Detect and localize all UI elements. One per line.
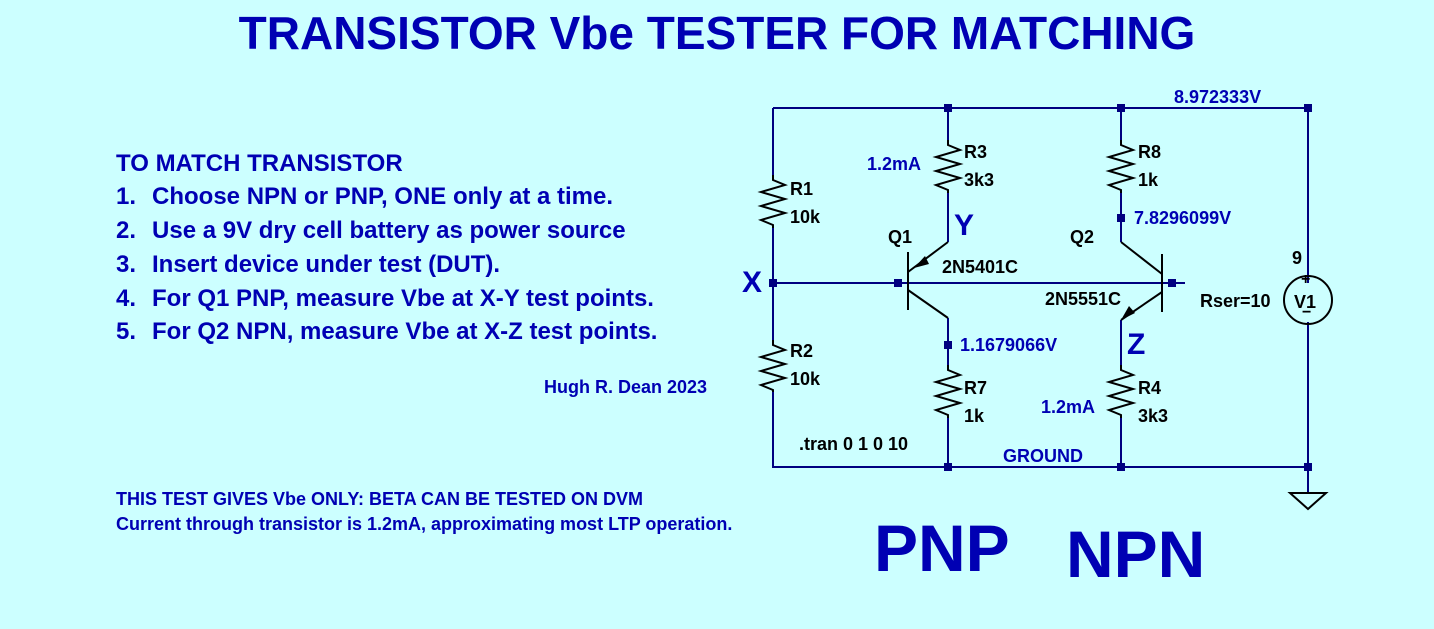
q2-emitter-arrow [1121, 306, 1135, 320]
q2-collector-voltage: 7.8296099V [1134, 208, 1232, 228]
step-number: 5. [116, 318, 137, 345]
r4-ref: R4 [1138, 378, 1162, 398]
step-number: 2. [116, 217, 137, 244]
instruction-step: 3. Insert device under test (DUT). [116, 251, 500, 279]
source-plus-sign: + [1301, 271, 1311, 288]
page-title: TRANSISTOR Vbe TESTER FOR MATCHING [238, 7, 1196, 59]
step-number: 1. [116, 183, 137, 210]
wire-top-rail [773, 107, 1309, 283]
test-point-x: X [742, 266, 763, 299]
junction-dots [769, 104, 1312, 471]
q2-ref: Q2 [1070, 227, 1095, 247]
npn-label: NPN [1066, 517, 1206, 591]
step-text: Choose NPN or PNP, ONE only at a time. [152, 183, 614, 210]
sim-directive: .tran 0 1 0 10 [799, 434, 909, 454]
resistor-r7 [932, 365, 964, 418]
source-v1-symbol [1283, 275, 1333, 325]
step-text: Use a 9V dry cell battery as power sourc… [152, 217, 626, 244]
r7-ref: R7 [964, 378, 988, 398]
source-rser: Rser=10 [1200, 291, 1271, 311]
note-current: Current through transistor is 1.2mA, app… [116, 514, 733, 534]
r2-ref: R2 [790, 341, 814, 361]
ground-label: GROUND [1003, 446, 1083, 466]
r4-value: 3k3 [1138, 406, 1169, 426]
step-number: 3. [116, 251, 137, 278]
r2-value: 10k [790, 369, 821, 389]
author-credit: Hugh R. Dean 2023 [544, 377, 708, 397]
q1-emitter-voltage: 1.1679066V [960, 335, 1058, 355]
step-number: 4. [116, 285, 137, 312]
resistor-r1 [757, 175, 789, 228]
instruction-step: 2. Use a 9V dry cell battery as power sou… [116, 217, 626, 245]
instruction-step: 1. Choose NPN or PNP, ONE only at a time. [116, 183, 613, 211]
q1-ref: Q1 [888, 227, 913, 247]
instruction-step: 5. For Q2 NPN, measure Vbe at X-Z test po… [116, 318, 657, 346]
source-value: 9 [1292, 248, 1303, 268]
step-text: Insert device under test (DUT). [152, 251, 501, 278]
source-ref: V1 [1294, 292, 1317, 312]
resistor-r8 [1105, 140, 1137, 193]
q2-model: 2N5551C [1045, 289, 1122, 309]
resistor-r4 [1105, 365, 1137, 418]
ground-symbol [1287, 492, 1329, 511]
step-text: For Q1 PNP, measure Vbe at X-Y test poin… [152, 285, 654, 312]
test-point-z: Z [1127, 328, 1146, 361]
transistor-q1 [907, 241, 949, 319]
transistor-q2 [1120, 241, 1163, 321]
source-minus-sign: − [1302, 304, 1312, 321]
r3-ref: R3 [964, 142, 988, 162]
r1-value: 10k [790, 207, 821, 227]
instructions-heading: TO MATCH TRANSISTOR [116, 150, 403, 177]
note-beta: THIS TEST GIVES Vbe ONLY: BETA CAN BE TE… [116, 489, 644, 509]
test-point-y: Y [954, 209, 975, 242]
r1-ref: R1 [790, 179, 814, 199]
q1-current-label: 1.2mA [867, 154, 922, 174]
q1-model: 2N5401C [942, 257, 1019, 277]
r8-value: 1k [1138, 170, 1159, 190]
supply-voltage-label: 8.972333V [1174, 87, 1262, 107]
r8-ref: R8 [1138, 142, 1162, 162]
r3-value: 3k3 [964, 170, 995, 190]
step-text: For Q2 NPN, measure Vbe at X-Z test poin… [152, 318, 658, 345]
resistor-r2 [757, 340, 789, 392]
pnp-label: PNP [874, 511, 1010, 585]
q1-emitter-arrow [914, 256, 929, 268]
resistor-r3 [932, 140, 964, 193]
instruction-step: 4. For Q1 PNP, measure Vbe at X-Y test po… [116, 285, 654, 313]
q2-current-label: 1.2mA [1041, 397, 1096, 417]
r7-value: 1k [964, 406, 985, 426]
